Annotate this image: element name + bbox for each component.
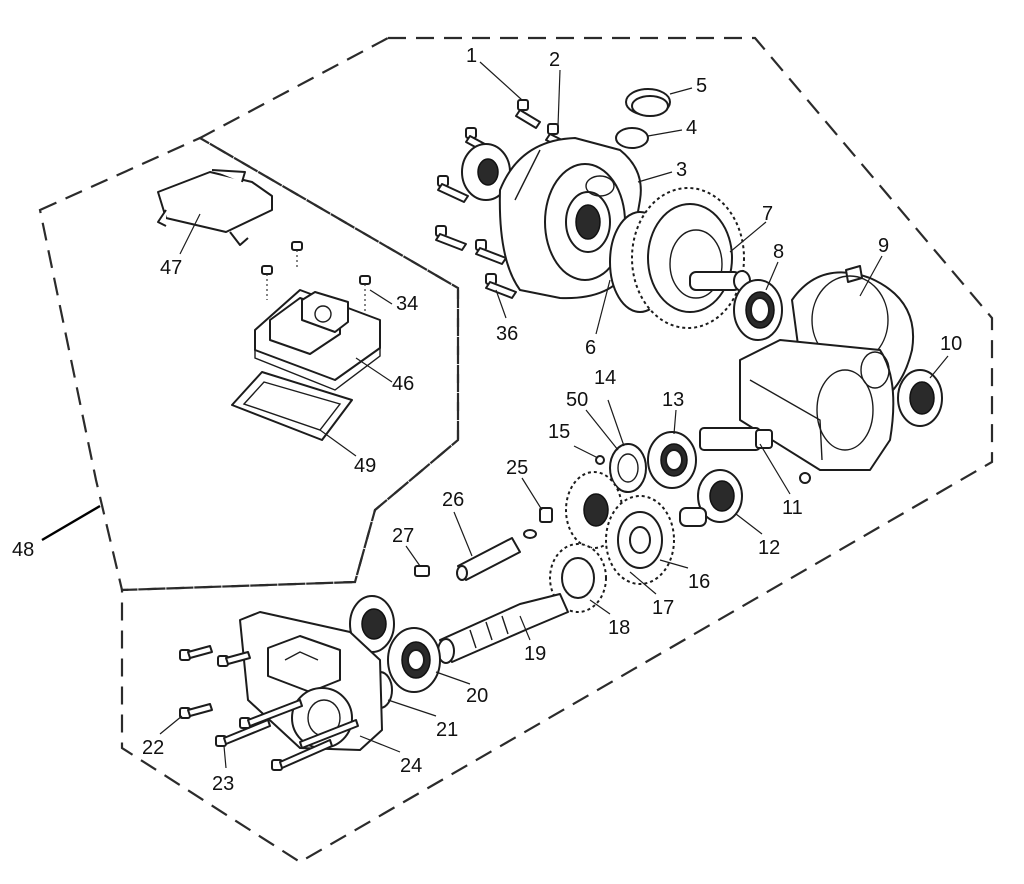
callout-19: 19 bbox=[524, 643, 546, 665]
callout-14: 14 bbox=[594, 367, 616, 389]
leader-lines bbox=[41, 61, 949, 769]
callout-34: 34 bbox=[396, 293, 418, 315]
cover-plate-47 bbox=[157, 169, 273, 246]
callout-24: 24 bbox=[400, 755, 422, 777]
bevel-gear-7 bbox=[609, 187, 751, 329]
callout-25: 25 bbox=[506, 457, 528, 479]
bearing-10 bbox=[897, 369, 943, 427]
gear-18 bbox=[549, 543, 607, 613]
bolts-23 bbox=[215, 699, 359, 771]
callout-10: 10 bbox=[940, 333, 962, 355]
front-housing-3 bbox=[498, 137, 642, 300]
callout-13: 13 bbox=[662, 389, 684, 411]
callout-50: 50 bbox=[566, 389, 588, 411]
callout-48: 48 bbox=[12, 539, 34, 561]
key-25 bbox=[523, 507, 553, 539]
rear-housing bbox=[739, 339, 895, 471]
callout-36: 36 bbox=[496, 323, 518, 345]
gasket-49 bbox=[231, 371, 353, 441]
subassembly-boundary-48 bbox=[38, 136, 460, 592]
callout-26: 26 bbox=[442, 489, 464, 511]
shaft-19 bbox=[437, 593, 569, 664]
ring-4 bbox=[615, 127, 649, 149]
callout-21: 21 bbox=[436, 719, 458, 741]
bearing-12 bbox=[679, 469, 743, 527]
callout-18: 18 bbox=[608, 617, 630, 639]
callout-47: 47 bbox=[160, 257, 182, 279]
pin-27 bbox=[414, 565, 430, 577]
screws-34 bbox=[261, 241, 371, 320]
control-box-46 bbox=[254, 289, 381, 391]
callout-15: 15 bbox=[548, 421, 570, 443]
callout-23: 23 bbox=[212, 773, 234, 795]
washer-14-50 bbox=[595, 443, 647, 493]
callout-46: 46 bbox=[392, 373, 414, 395]
callout-9: 9 bbox=[878, 235, 889, 257]
bolts-36 bbox=[435, 127, 517, 299]
callout-17: 17 bbox=[652, 597, 674, 619]
callout-49: 49 bbox=[354, 455, 376, 477]
callouts: 1 2 3 4 5 6 7 8 9 10 11 12 13 14 15 16 1… bbox=[12, 45, 962, 795]
small-flange bbox=[461, 143, 511, 201]
bearing-upper bbox=[349, 595, 395, 653]
bearing-13 bbox=[647, 431, 697, 489]
callout-8: 8 bbox=[773, 241, 784, 263]
callout-5: 5 bbox=[696, 75, 707, 97]
callout-27: 27 bbox=[392, 525, 414, 547]
seal-5 bbox=[625, 88, 671, 117]
callout-2: 2 bbox=[549, 49, 560, 71]
callout-4: 4 bbox=[686, 117, 697, 139]
gears-15-16-17 bbox=[565, 471, 675, 585]
callout-7: 7 bbox=[762, 203, 773, 225]
callout-1: 1 bbox=[466, 45, 477, 67]
callout-16: 16 bbox=[688, 571, 710, 593]
bearing-20 bbox=[387, 627, 441, 693]
bearing-8 bbox=[733, 279, 783, 341]
callout-22: 22 bbox=[142, 737, 164, 759]
callout-11: 11 bbox=[782, 497, 803, 519]
callout-20: 20 bbox=[466, 685, 488, 707]
callout-6: 6 bbox=[585, 337, 596, 359]
callout-3: 3 bbox=[676, 159, 687, 181]
pin-26 bbox=[456, 537, 521, 581]
shaft-11 bbox=[699, 427, 811, 484]
bolts-22 bbox=[179, 645, 251, 719]
callout-12: 12 bbox=[758, 537, 780, 559]
